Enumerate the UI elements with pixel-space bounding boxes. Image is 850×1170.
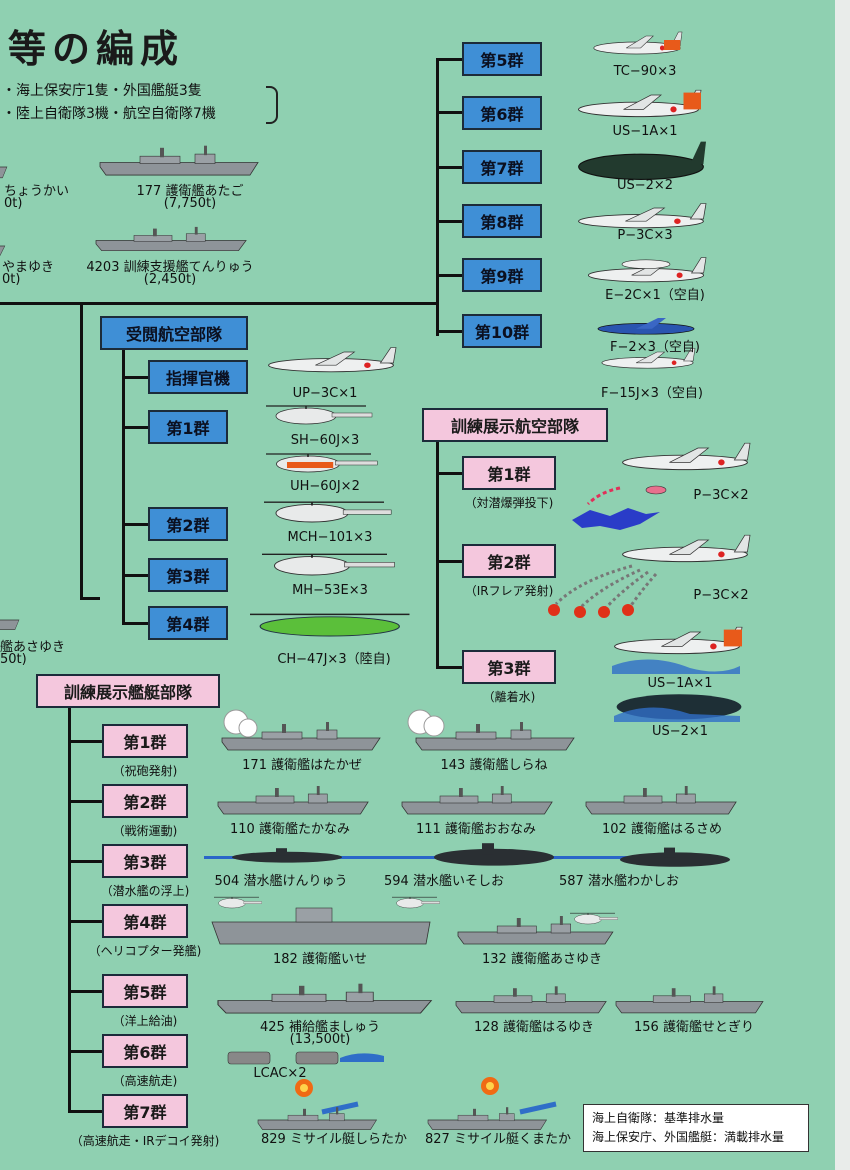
demo-ship-sub-3: （潜水艦の浮上) — [100, 884, 190, 898]
header-line-2: ・陸上自衛隊3機・航空自衛隊7機 — [2, 106, 216, 122]
group-9-box: 第9群 — [462, 258, 542, 292]
demo-ship-sub-7: （高速航走・IRデコイ発射) — [70, 1134, 220, 1148]
caption-atago-t: (7,750t) — [163, 196, 217, 211]
demo-ships-box: 訓練展示艦艇部隊 — [36, 674, 220, 708]
review-group-2-box: 第2群 — [148, 507, 228, 541]
aircraft-up3c: UP−3C×1 — [292, 386, 358, 401]
demo-ship-group-1-box: 第1群 — [102, 724, 188, 758]
demo-air-group-3-box: 第3群 — [462, 650, 556, 684]
page-title: 等の編成 — [8, 27, 185, 71]
displacement-note: 海上自衛隊：基準排水量 海上保安庁、外国艦艇：満載排水量 — [583, 1104, 809, 1152]
header-bracket — [266, 86, 278, 124]
demo-aircraft-p3c-2: P−3C×2 — [693, 588, 749, 603]
aircraft-uh60j: UH−60J×2 — [290, 479, 360, 494]
demo-ship-group-2-box: 第2群 — [102, 784, 188, 818]
review-group-3-box: 第3群 — [148, 558, 228, 592]
command-aircraft-box: 指揮官機 — [148, 360, 248, 394]
aircraft-p3c: P−3C×3 — [617, 228, 673, 243]
caption-tenryu-t: (2,450t) — [143, 272, 197, 287]
sub-kenryu: 504 潜水艦けんりゅう — [214, 874, 348, 889]
ship-takanami: 110 護衛艦たかなみ — [230, 822, 350, 837]
ship-asayuki: 132 護衛艦あさゆき — [482, 952, 602, 967]
demo-air-sub-3: （離着水) — [482, 690, 536, 704]
aircraft-e2c: E−2C×1（空自) — [605, 288, 705, 303]
caption-yamayuki: やまゆき — [2, 260, 55, 275]
review-group-4-box: 第4群 — [148, 606, 228, 640]
aircraft-mch101: MCH−101×3 — [287, 530, 373, 545]
demo-ship-group-5-box: 第5群 — [102, 974, 188, 1008]
demo-ship-group-7-box: 第7群 — [102, 1094, 188, 1128]
caption-tenryu: 4203 訓練支援艦てんりゅう — [86, 260, 254, 275]
demo-air-group-1-box: 第1群 — [462, 456, 556, 490]
demo-ship-group-4-box: 第4群 — [102, 904, 188, 938]
demo-ship-sub-1: （祝砲発射) — [112, 764, 178, 778]
aircraft-f15j: F−15J×3（空自) — [601, 386, 703, 401]
review-air-box: 受閲航空部隊 — [100, 316, 248, 350]
demo-air-sub-1: （対潜爆弾投下) — [464, 496, 554, 510]
ship-mashu-t: (13,500t) — [289, 1032, 351, 1047]
ship-shirane: 143 護衛艦しらね — [440, 758, 548, 773]
ship-ise: 182 護衛艦いせ — [273, 952, 367, 967]
sub-wakashio: 587 潜水艦わかしお — [559, 874, 679, 889]
caption-yamayuki-t: 0t) — [2, 272, 21, 287]
ship-harusame: 102 護衛艦はるさめ — [602, 822, 722, 837]
demo-aircraft-us2: US−2×1 — [651, 724, 709, 739]
boat-shirataka: 829 ミサイル艇しらたか — [261, 1132, 407, 1147]
ship-haruyuki: 128 護衛艦はるゆき — [474, 1020, 594, 1035]
aircraft-us1a: US−1A×1 — [612, 124, 678, 139]
group-6-box: 第6群 — [462, 96, 542, 130]
demo-ship-sub-4: （ヘリコプター発艦) — [88, 944, 202, 958]
aircraft-f2: F−2×3（空自) — [610, 340, 700, 355]
note-line-2: 海上保安庁、外国艦艇：満載排水量 — [592, 1130, 785, 1144]
caption-chokai: ちょうかい — [4, 184, 70, 199]
group-10-box: 第10群 — [462, 314, 542, 348]
demo-air-sub-2: （IRフレア発射) — [464, 584, 554, 598]
ship-hatakaze: 171 護衛艦はたかぜ — [242, 758, 362, 773]
demo-ship-sub-6: （高速航走) — [112, 1074, 178, 1088]
aircraft-sh60j: SH−60J×3 — [290, 433, 360, 448]
boat-kumataka: 827 ミサイル艇くまたか — [425, 1132, 571, 1147]
group-7-box: 第7群 — [462, 150, 542, 184]
note-line-1: 海上自衛隊：基準排水量 — [592, 1111, 725, 1125]
header-line-1: ・海上保安庁1隻・外国艦艇3隻 — [2, 83, 202, 99]
demo-ship-group-6-box: 第6群 — [102, 1034, 188, 1068]
caption-chokai-t: 0t) — [4, 196, 23, 211]
sub-isoshio: 594 潜水艦いそしお — [384, 874, 504, 889]
aircraft-tc90: TC−90×3 — [613, 64, 677, 79]
caption-atago: 177 護衛艦あたご — [136, 184, 244, 199]
aircraft-ch47j: CH−47J×3（陸自) — [277, 652, 391, 667]
review-group-1-box: 第1群 — [148, 410, 228, 444]
ship-setogiri: 156 護衛艦せとぎり — [634, 1020, 754, 1035]
caption-asayuki-left-t: 50t) — [0, 652, 27, 667]
page-edge — [835, 0, 850, 1170]
demo-air-box: 訓練展示航空部隊 — [422, 408, 608, 442]
group-8-box: 第8群 — [462, 204, 542, 238]
lcac: LCAC×2 — [253, 1066, 307, 1081]
aircraft-us2: US−2×2 — [616, 178, 674, 193]
demo-aircraft-us1a: US−1A×1 — [647, 676, 713, 691]
demo-air-group-2-box: 第2群 — [462, 544, 556, 578]
demo-ship-group-3-box: 第3群 — [102, 844, 188, 878]
demo-aircraft-p3c-1: P−3C×2 — [693, 488, 749, 503]
ship-oonami: 111 護衛艦おおなみ — [416, 822, 536, 837]
group-5-box: 第5群 — [462, 42, 542, 76]
demo-ship-sub-5: （洋上給油) — [112, 1014, 178, 1028]
demo-ship-sub-2: （戦術運動) — [112, 824, 178, 838]
aircraft-mh53e: MH−53E×3 — [292, 583, 368, 598]
caption-asayuki-left: 艦あさゆき — [0, 640, 66, 655]
ship-mashu: 425 補給艦ましゅう — [260, 1020, 380, 1035]
